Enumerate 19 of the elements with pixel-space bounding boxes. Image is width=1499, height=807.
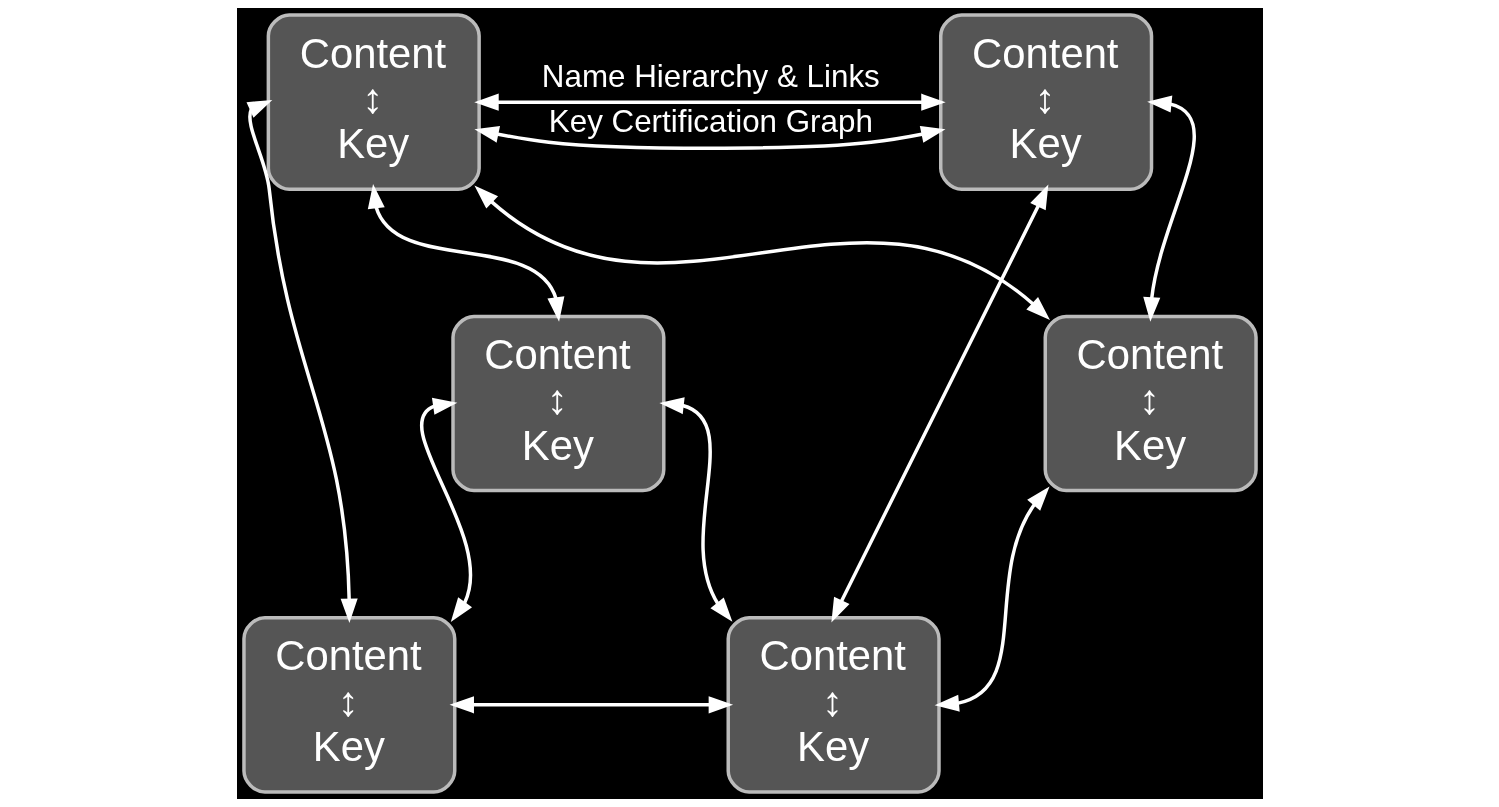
arrow (934, 486, 1050, 712)
node-box: Content ↕ Key (938, 13, 1153, 191)
arrow (1142, 95, 1196, 322)
node-box: Content ↕ Key (726, 616, 941, 794)
node-box: Content ↕ Key (241, 616, 456, 794)
arrow (449, 696, 733, 714)
edge-label: Name Hierarchy & Links (541, 59, 880, 95)
arrow (658, 397, 732, 622)
arrow (473, 185, 1050, 320)
arrow (830, 184, 1048, 623)
arrow (473, 93, 946, 111)
arrow (246, 100, 358, 624)
arrow (419, 397, 472, 623)
node-box: Content ↕ Key (1043, 314, 1258, 493)
arrow (473, 125, 945, 150)
node-box: Content ↕ Key (266, 13, 481, 191)
arrow (367, 184, 564, 322)
edge-label: Key Certification Graph (548, 104, 873, 140)
node-box: Content ↕ Key (450, 314, 665, 493)
